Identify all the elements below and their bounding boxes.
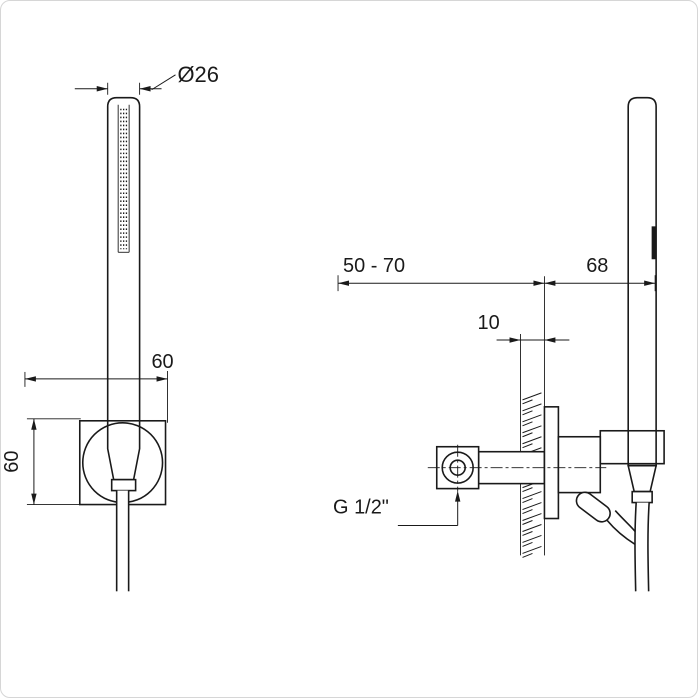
spray-face <box>117 104 130 253</box>
shower-hose-front <box>115 490 130 592</box>
outlet-hose-connector <box>575 491 636 546</box>
spray-face-edge <box>651 226 657 260</box>
front-view: Ø26 60 60 <box>1 62 219 592</box>
dim-projection: 68 <box>544 255 656 292</box>
dim-offset-horizontal: 60 <box>24 351 174 423</box>
dim-bracket-height: 60 <box>1 418 81 506</box>
dim-label-height: 60 <box>1 451 23 473</box>
thread-label: G 1/2" <box>333 497 389 519</box>
dim-label-projection: 68 <box>586 255 608 277</box>
escutcheon-plate <box>543 406 560 520</box>
hose-nut-side <box>631 490 653 504</box>
dim-label-offset: 60 <box>151 351 173 373</box>
hose-cone-side <box>627 464 658 493</box>
wall-section <box>520 276 545 558</box>
dim-label-depth-range: 50 - 70 <box>343 255 405 277</box>
hose-nut-front <box>110 478 137 492</box>
dim-label-diameter: Ø26 <box>177 62 218 87</box>
shower-outline-front <box>106 96 141 481</box>
dim-depth-range: 50 - 70 <box>337 255 545 292</box>
dim-label-plate: 10 <box>478 312 500 334</box>
outlet-body <box>557 435 602 494</box>
dim-diameter: Ø26 <box>74 62 219 95</box>
dim-plate: 10 <box>478 312 570 343</box>
shower-outline-side <box>627 96 657 467</box>
side-view: 50 - 70 68 10 G 1/2" <box>333 96 665 592</box>
holder-cup <box>599 429 665 465</box>
shower-hose-side <box>634 502 650 592</box>
centerlines <box>427 444 607 492</box>
thread-callout: G 1/2" <box>333 490 461 526</box>
